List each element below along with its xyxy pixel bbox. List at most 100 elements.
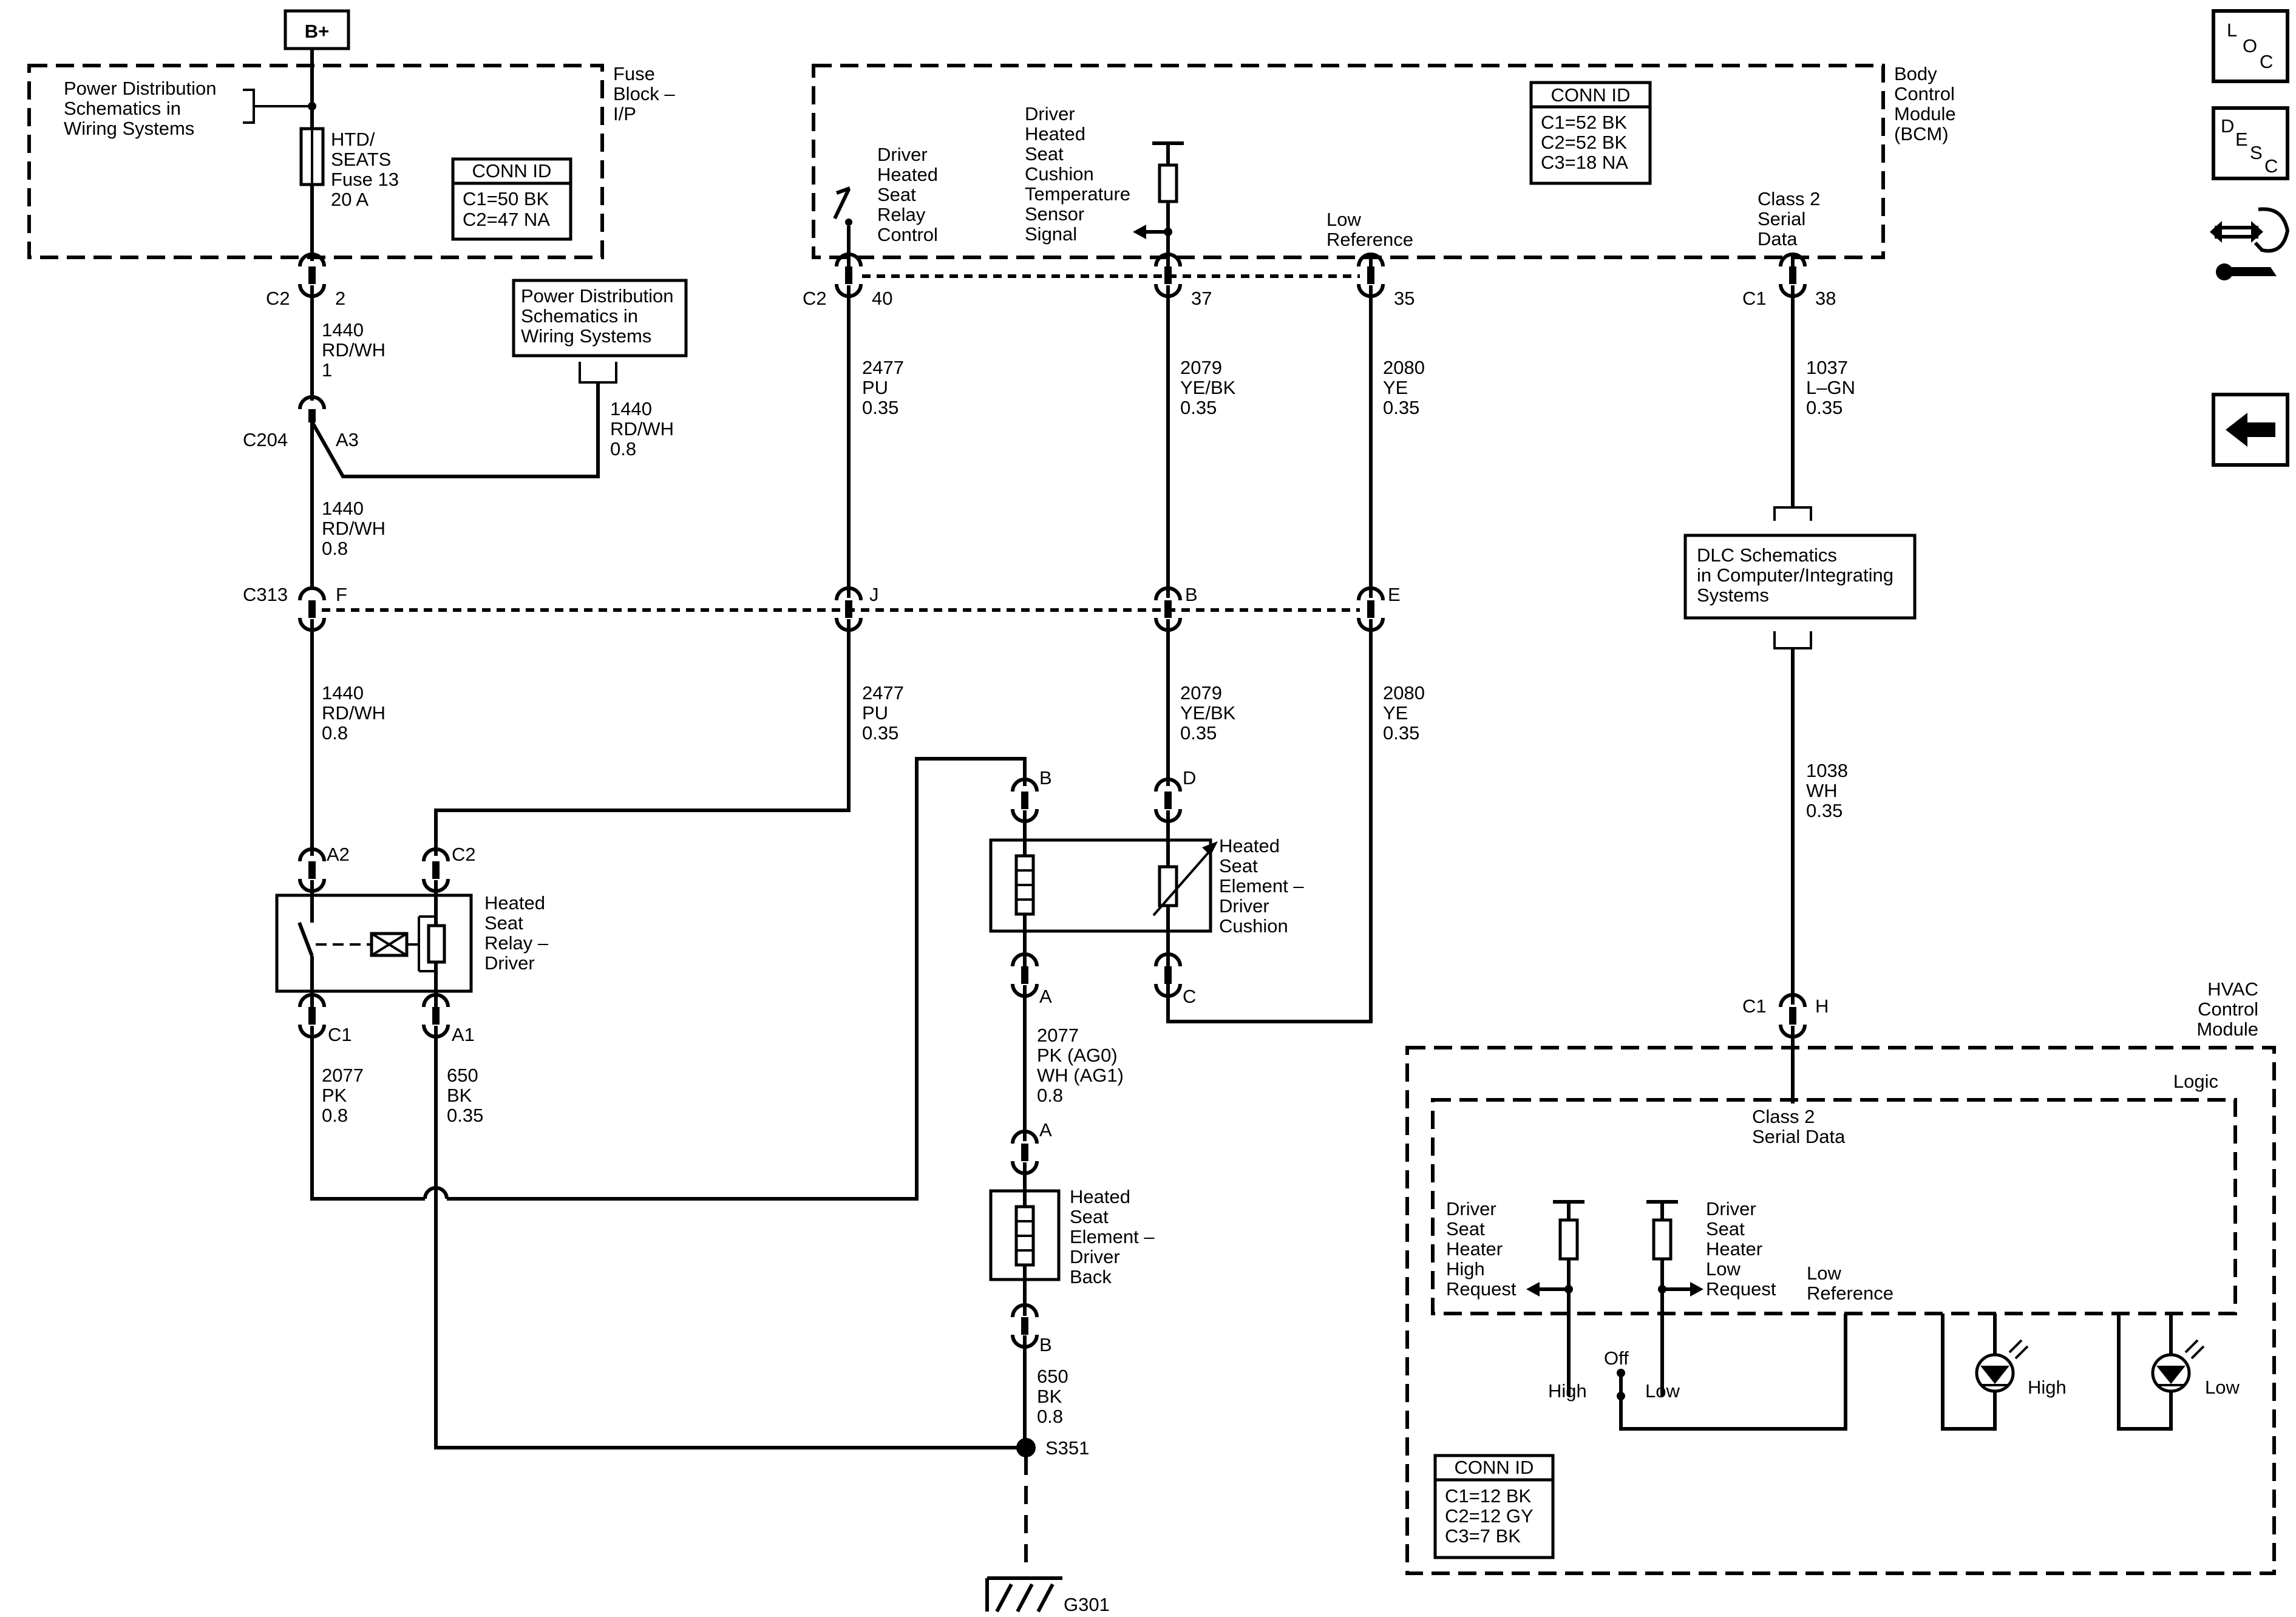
- svg-text:B: B: [1039, 1334, 1052, 1355]
- svg-text:0.35: 0.35: [1806, 397, 1843, 418]
- svg-text:Low: Low: [2205, 1377, 2240, 1398]
- svg-text:H: H: [1815, 995, 1829, 1017]
- svg-text:0.8: 0.8: [322, 538, 348, 559]
- svg-text:BK: BK: [447, 1085, 472, 1106]
- pullup-resistor: [1133, 141, 1184, 267]
- svg-text:1038: 1038: [1806, 760, 1848, 781]
- svg-text:WH (AG1): WH (AG1): [1037, 1065, 1124, 1086]
- svg-text:YE: YE: [1383, 702, 1408, 724]
- svg-text:Driver: Driver: [1070, 1246, 1120, 1267]
- wire-1440-a: 1440 RD/WH 1: [322, 319, 385, 381]
- heated-seat-relay: [275, 880, 473, 1008]
- temp-sensor-signal-label: Driver Heated Seat Cushion Temperature S…: [1025, 103, 1130, 245]
- svg-text:0.35: 0.35: [1806, 800, 1843, 821]
- svg-text:40: 40: [872, 288, 892, 309]
- splice-label: S351: [1045, 1437, 1089, 1459]
- svg-text:650: 650: [447, 1065, 478, 1086]
- svg-text:RD/WH: RD/WH: [322, 518, 385, 539]
- svg-text:Systems: Systems: [1697, 585, 1769, 606]
- svg-text:C1: C1: [328, 1024, 352, 1045]
- hvac-conn-id: CONN ID C1=12 BK C2=12 GY C3=7 BK: [1433, 1454, 1555, 1559]
- svg-text:SEATS: SEATS: [331, 149, 391, 170]
- wire-1440-c: 1440 RD/WH 0.8: [322, 498, 385, 559]
- svg-text:Driver: Driver: [1219, 895, 1269, 917]
- svg-text:Seat: Seat: [877, 184, 916, 205]
- svg-text:Element –: Element –: [1070, 1226, 1155, 1247]
- description-button[interactable]: D E S C: [2212, 106, 2289, 180]
- svg-text:0.35: 0.35: [1383, 397, 1419, 418]
- hvac-low-reference-label: Low Reference: [1807, 1263, 1894, 1304]
- wire-2477-a: 2477 PU 0.35: [862, 357, 904, 418]
- hvac-class2-label: Class 2 Serial Data: [1752, 1106, 1846, 1147]
- fuse-block-title: Fuse Block – I/P: [613, 63, 675, 124]
- svg-text:Schematics in: Schematics in: [64, 98, 181, 119]
- wire-650-a: 650 BK 0.35: [447, 1065, 483, 1126]
- svg-text:Driver: Driver: [877, 144, 928, 165]
- svg-text:Body: Body: [1894, 63, 1937, 84]
- svg-text:Low: Low: [1645, 1380, 1680, 1402]
- pds-reference-2[interactable]: Power Distribution Schematics in Wiring …: [512, 279, 688, 384]
- svg-text:C: C: [2264, 155, 2278, 177]
- svg-text:Back: Back: [1070, 1266, 1112, 1287]
- back-label: Heated Seat Element – Driver Back: [1070, 1186, 1155, 1287]
- svg-text:Control: Control: [2198, 998, 2258, 1020]
- low-request-pullup: [1646, 1200, 1703, 1396]
- connector-tools-icon[interactable]: [2210, 207, 2290, 280]
- fuse-block-outline: [27, 64, 604, 259]
- svg-text:J: J: [869, 584, 879, 605]
- svg-text:YE/BK: YE/BK: [1180, 702, 1236, 724]
- svg-text:C2=47 NA: C2=47 NA: [463, 209, 550, 230]
- svg-text:Temperature: Temperature: [1025, 183, 1130, 205]
- svg-text:Seat: Seat: [1706, 1218, 1745, 1239]
- pds-reference-1[interactable]: Power Distribution Schematics in Wiring …: [64, 78, 316, 139]
- svg-text:B: B: [1039, 767, 1052, 788]
- svg-text:Low: Low: [1326, 209, 1361, 230]
- logic-label: Logic: [2173, 1071, 2218, 1092]
- back-arrow-button[interactable]: [2212, 393, 2289, 467]
- svg-text:YE: YE: [1383, 377, 1408, 398]
- svg-text:PK: PK: [322, 1085, 347, 1106]
- svg-text:Driver: Driver: [1706, 1198, 1756, 1219]
- svg-text:1440: 1440: [322, 498, 364, 519]
- ground-g301: G301: [985, 1576, 1110, 1615]
- svg-text:C2=12 GY: C2=12 GY: [1445, 1505, 1533, 1527]
- svg-text:D: D: [2221, 115, 2234, 137]
- wire-2077-b: 2077 PK (AG0) WH (AG1) 0.8: [1037, 1025, 1124, 1106]
- svg-text:Class 2: Class 2: [1752, 1106, 1815, 1127]
- low-reference-label: Low Reference: [1326, 209, 1413, 250]
- svg-text:37: 37: [1191, 288, 1212, 309]
- svg-text:E: E: [1388, 584, 1401, 605]
- low-request-label: Driver Seat Heater Low Request: [1706, 1198, 1776, 1300]
- location-button[interactable]: L O C: [2212, 9, 2289, 83]
- dlc-reference[interactable]: DLC Schematics in Computer/Integrating S…: [1683, 506, 1917, 649]
- relay-label: Heated Seat Relay – Driver: [484, 892, 549, 974]
- svg-text:0.8: 0.8: [322, 1105, 348, 1126]
- svg-text:PK (AG0): PK (AG0): [1037, 1045, 1118, 1066]
- svg-text:E: E: [2235, 129, 2248, 150]
- svg-text:2079: 2079: [1180, 682, 1222, 703]
- hvac-logic-outline: [1431, 1098, 2237, 1315]
- svg-text:I/P: I/P: [613, 103, 636, 124]
- svg-text:Seat: Seat: [484, 912, 523, 934]
- c2-label: C2: [266, 288, 290, 309]
- svg-text:HVAC: HVAC: [2207, 978, 2258, 1000]
- wire-2080-a: 2080 YE 0.35: [1383, 357, 1425, 418]
- svg-text:Module: Module: [2196, 1019, 2258, 1040]
- cushion-element: [989, 810, 1218, 971]
- svg-text:S: S: [2250, 142, 2263, 163]
- svg-text:Module: Module: [1894, 103, 1956, 124]
- svg-text:C1=52 BK: C1=52 BK: [1541, 112, 1628, 133]
- high-indicator-led: High: [1941, 1314, 2067, 1431]
- cushion-label: Heated Seat Element – Driver Cushion: [1219, 835, 1304, 937]
- svg-text:Signal: Signal: [1025, 223, 1077, 245]
- svg-text:0.35: 0.35: [1180, 722, 1217, 744]
- svg-text:CONN ID: CONN ID: [1455, 1457, 1534, 1478]
- wire-2477-b: 2477 PU 0.35: [862, 682, 904, 744]
- svg-text:0.35: 0.35: [447, 1105, 483, 1126]
- bcm-title: Body Control Module (BCM): [1894, 63, 1956, 144]
- svg-text:Schematics in: Schematics in: [521, 305, 638, 327]
- fuse-conn-id: CONN ID C1=50 BK C2=47 NA: [451, 157, 572, 241]
- svg-text:DLC Schematics: DLC Schematics: [1697, 544, 1837, 566]
- svg-text:C204: C204: [243, 429, 288, 450]
